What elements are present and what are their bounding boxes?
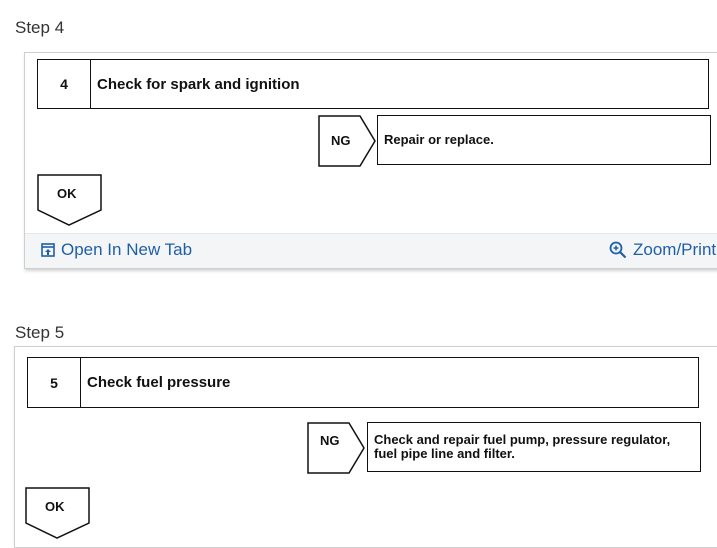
step-4-figure-card: 4 Check for spark and ignition NG Repair… [24,52,717,269]
step-number: 4 [38,60,91,108]
step-5-heading: Step 5 [15,323,65,342]
ng-action-text: Repair or replace. [384,132,494,147]
ok-arrow-tag: OK [25,487,91,539]
zoom-in-icon [609,241,627,259]
ng-arrow-tag: NG [307,422,367,474]
ng-action-box: Repair or replace. [377,115,711,165]
figure-footer: Open In New Tab Zoom/Print [25,233,717,268]
ok-label: OK [45,499,65,514]
step-4-heading: Step 4 [15,18,65,37]
step-title: Check for spark and ignition [97,75,300,93]
ng-action-line-2: fuel pipe line and filter. [374,446,515,461]
step-5-figure-card: 5 Check fuel pressure NG Check and repai… [14,346,717,548]
ok-arrow-tag: OK [37,174,103,226]
open-in-new-tab-icon [41,243,55,257]
ng-arrow-tag: NG [318,115,378,167]
zoom-print-link[interactable]: Zoom/Print [609,240,716,260]
ng-label: NG [320,433,340,448]
ng-action-box: Check and repair fuel pump, pressure reg… [367,422,701,472]
step-4-box: 4 Check for spark and ignition [37,59,709,109]
open-in-new-tab-link[interactable]: Open In New Tab [41,240,192,260]
zoom-print-label: Zoom/Print [633,240,717,259]
ok-label: OK [57,186,77,201]
step-number: 5 [28,358,81,407]
ng-label: NG [331,133,351,148]
ng-action-line-1: Check and repair fuel pump, pressure reg… [374,432,671,447]
step-5-box: 5 Check fuel pressure [27,357,699,408]
open-in-new-tab-label: Open In New Tab [61,240,193,259]
step-title: Check fuel pressure [87,374,231,391]
